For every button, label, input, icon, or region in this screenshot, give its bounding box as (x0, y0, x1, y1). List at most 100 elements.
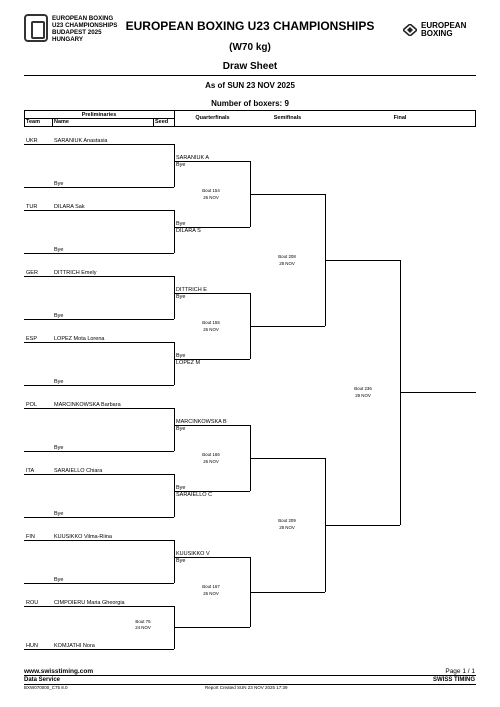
final-bout-date: 29 NOV (355, 393, 371, 398)
prelim-line (24, 517, 174, 518)
qf-line (174, 359, 250, 360)
prelim-connector (174, 342, 175, 385)
qf2-top-name: DITTRICH E (176, 287, 207, 293)
qf2-bottom-note: Bye (176, 353, 186, 359)
entry-name: LOPEZ Mota Lorena (54, 336, 105, 342)
name-header: Name (54, 119, 69, 125)
header-border-left (24, 110, 25, 126)
qf3-top-note: Bye (176, 426, 186, 432)
qf2-bout-number: Bout 155 (202, 320, 220, 325)
sf-line (250, 326, 325, 327)
qf4-top-name: KUUSIKKO V (176, 551, 210, 557)
brand-line-2: BOXING (421, 29, 453, 38)
table-header-rule (24, 126, 476, 127)
final-line (325, 525, 400, 526)
team-header: Team (26, 119, 40, 125)
footer-code: BXW070000_C75 8.0 (24, 685, 68, 690)
seed-header: Seed (155, 119, 169, 125)
header-rule (24, 75, 476, 76)
boxer-count: Number of boxers: 9 (211, 99, 289, 108)
entry-name: SARANIUK Anastasia (54, 138, 108, 144)
event-logo: EUROPEAN BOXING U23 CHAMPIONSHIPS BUDAPE… (24, 14, 122, 44)
final-bout-number: Bout 236 (354, 386, 372, 391)
entry-team: FIN (26, 534, 35, 540)
entry-team: ROU (26, 600, 39, 606)
preliminaries-header: Preliminaries (81, 112, 117, 118)
entry-bye: Bye (54, 181, 64, 187)
header-border-right (475, 110, 476, 126)
prelim-line (24, 253, 174, 254)
brand-line-1: EUROPEAN (421, 21, 467, 30)
qf1-bottom-name: DILARA S (176, 228, 201, 234)
logo-line-1: EUROPEAN BOXING (52, 15, 114, 22)
final-header: Final (393, 115, 407, 121)
header-border-prelim (174, 110, 175, 126)
quarterfinals-header: Quarterfinals (195, 115, 230, 121)
entry-name: MARCINKOWSKA Barbara (54, 402, 121, 408)
qf-line (174, 161, 250, 162)
prelim-connector (174, 276, 175, 319)
entry-team: TUR (26, 204, 38, 210)
qf4-bout-date: 26 NOV (203, 591, 219, 596)
entry-team: UKR (26, 138, 38, 144)
prelim-line (24, 408, 174, 409)
logo-line-3: BUDAPEST 2025 (52, 29, 102, 36)
prelim-line (24, 187, 174, 188)
entry-name: KOMJATHI Nora (54, 643, 95, 649)
qf1-bout-date: 26 NOV (203, 195, 219, 200)
boxing-glove-icon (24, 14, 48, 42)
page-title: EUROPEAN BOXING U23 CHAMPIONSHIPS (125, 19, 375, 33)
qf3-top-name: MARCINKOWSKA B (176, 419, 227, 425)
footer-brand: SWISS TIMING (433, 677, 475, 683)
sf1-bout-date: 28 NOV (279, 261, 295, 266)
qf3-bottom-note: Bye (176, 485, 186, 491)
prelim-divider (24, 118, 174, 119)
entry-bye: Bye (54, 313, 64, 319)
prelim-line (24, 540, 174, 541)
prelim-line (24, 583, 174, 584)
sf-line (250, 592, 325, 593)
qf4-bout-number: Bout 167 (202, 584, 220, 589)
prelim-bout-date: 24 NOV (135, 625, 151, 630)
header-border-seed (153, 118, 154, 126)
semifinals-header: Semifinals (273, 115, 302, 121)
entry-bye: Bye (54, 511, 64, 517)
table-top-rule (24, 110, 476, 111)
prelim-connector (174, 474, 175, 517)
qf2-bout-date: 26 NOV (203, 327, 219, 332)
header-border-team (52, 118, 53, 126)
qf-line (174, 227, 250, 228)
prelim-line (24, 342, 174, 343)
footer-bottom-rule (24, 684, 476, 685)
qf-line (174, 557, 250, 558)
qf2-bottom-name: LOPEZ M (176, 360, 201, 366)
prelim-bout-number: Bout 75 (135, 619, 151, 624)
footer-service: Data Service (24, 677, 61, 683)
qf3-bout-number: Bout 166 (202, 452, 220, 457)
entry-team: HUN (26, 643, 38, 649)
final-line (325, 260, 400, 261)
weight-category: (W70 kg) (229, 42, 271, 53)
qf3-bout-date: 26 NOV (203, 459, 219, 464)
entry-bye: Bye (54, 445, 64, 451)
logo-line-4: HUNGARY (52, 36, 84, 43)
sf1-bout-number: Bout 208 (278, 254, 296, 259)
prelim-connector (174, 540, 175, 583)
entry-name: CIMPOIERU Maria Gheorgia (54, 600, 125, 606)
european-boxing-icon (403, 24, 417, 36)
qf1-top-note: Bye (176, 162, 186, 168)
as-of-date: As of SUN 23 NOV 2025 (205, 81, 295, 90)
winner-line (400, 392, 476, 393)
logo-line-2: U23 CHAMPIONSHIPS (52, 22, 118, 29)
qf-line (174, 627, 250, 628)
entry-name: DITTRICH Emely (54, 270, 97, 276)
sf-line (250, 458, 325, 459)
entry-team: GER (26, 270, 38, 276)
prelim-line (24, 451, 174, 452)
sf-line (250, 194, 325, 195)
sf2-bout-number: Bout 209 (278, 518, 296, 523)
entry-team: ESP (26, 336, 38, 342)
prelim-line (24, 474, 174, 475)
footer-website: www.swisstiming.com (24, 668, 94, 675)
prelim-line (24, 210, 174, 211)
